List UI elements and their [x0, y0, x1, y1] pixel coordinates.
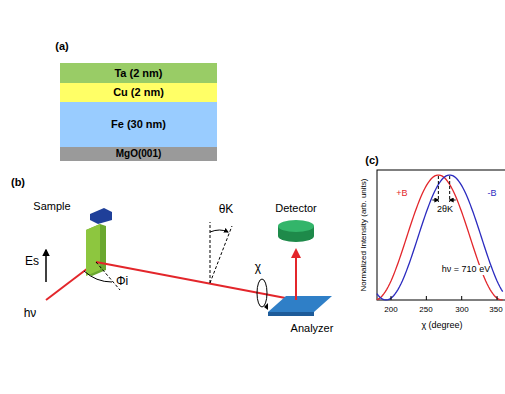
- layer-label: MgO(001): [116, 149, 162, 159]
- reflected-beam: [96, 262, 296, 300]
- rotated-axis: [210, 226, 232, 283]
- analyzer-edge: [268, 312, 314, 316]
- kerr-arc: [210, 230, 228, 232]
- setup: [46, 208, 332, 316]
- tick-label: 300: [455, 306, 468, 315]
- layer-label: Fe (30 nm): [111, 119, 166, 130]
- peak-line: [438, 176, 439, 202]
- tick-mark: [426, 296, 427, 300]
- analyzed-beam: [295, 250, 297, 300]
- layer-label: Ta (2 nm): [114, 68, 162, 79]
- angle-label: Φi: [116, 275, 128, 288]
- curve-label: +B: [396, 189, 407, 199]
- plot-frame: [377, 170, 505, 300]
- part-name: Analyzer: [291, 322, 334, 334]
- polarization-arrow: [45, 250, 47, 282]
- curve-label: -B: [488, 189, 497, 199]
- tick-mark: [461, 296, 462, 300]
- axis-title: Normalized Intensity (arb. units): [360, 165, 369, 305]
- part-name: Detector: [275, 202, 317, 214]
- shift-label: 2θK: [437, 205, 453, 215]
- plus-b-curve: [377, 175, 503, 300]
- panel-label: (c): [365, 154, 378, 166]
- layer-band: Ta (2 nm): [60, 63, 217, 83]
- sample-slab: [86, 224, 100, 276]
- rotation-head: [264, 303, 268, 310]
- layer-band: MgO(001): [60, 147, 217, 161]
- incidence-arc: [84, 271, 112, 282]
- tick-mark: [391, 296, 392, 300]
- analyzer-plate: [268, 296, 332, 312]
- tick-label: 200: [384, 306, 397, 315]
- sample-holder: [90, 208, 112, 224]
- layer-band: Cu (2 nm): [60, 83, 217, 102]
- layer-label: Cu (2 nm): [113, 87, 164, 98]
- tick-mark: [497, 296, 498, 300]
- tick-label: 250: [419, 306, 432, 315]
- sample-side: [86, 224, 106, 276]
- axis-title: χ (degree): [421, 321, 462, 331]
- panel-label: (a): [55, 40, 68, 52]
- shift-arrow: [450, 200, 456, 201]
- peak-line: [449, 176, 450, 202]
- panel-label: (b): [11, 176, 25, 188]
- angle-label: θK: [219, 203, 234, 216]
- field-label: Es: [25, 255, 39, 268]
- shift-arrow: [432, 200, 438, 201]
- minus-b-curve: [377, 175, 503, 300]
- energy-label: hν = 710 eV: [442, 265, 490, 275]
- layer-band: Fe (30 nm): [60, 102, 217, 147]
- tick-label: 350: [489, 306, 502, 315]
- angle-label: χ: [255, 261, 261, 274]
- detector-top: [278, 220, 314, 232]
- beam-label: hν: [24, 307, 37, 320]
- rotation-arrow: [257, 279, 267, 307]
- polarization-axis: [210, 222, 211, 283]
- part-name: Sample: [33, 200, 70, 212]
- kerr-plot: [377, 170, 505, 300]
